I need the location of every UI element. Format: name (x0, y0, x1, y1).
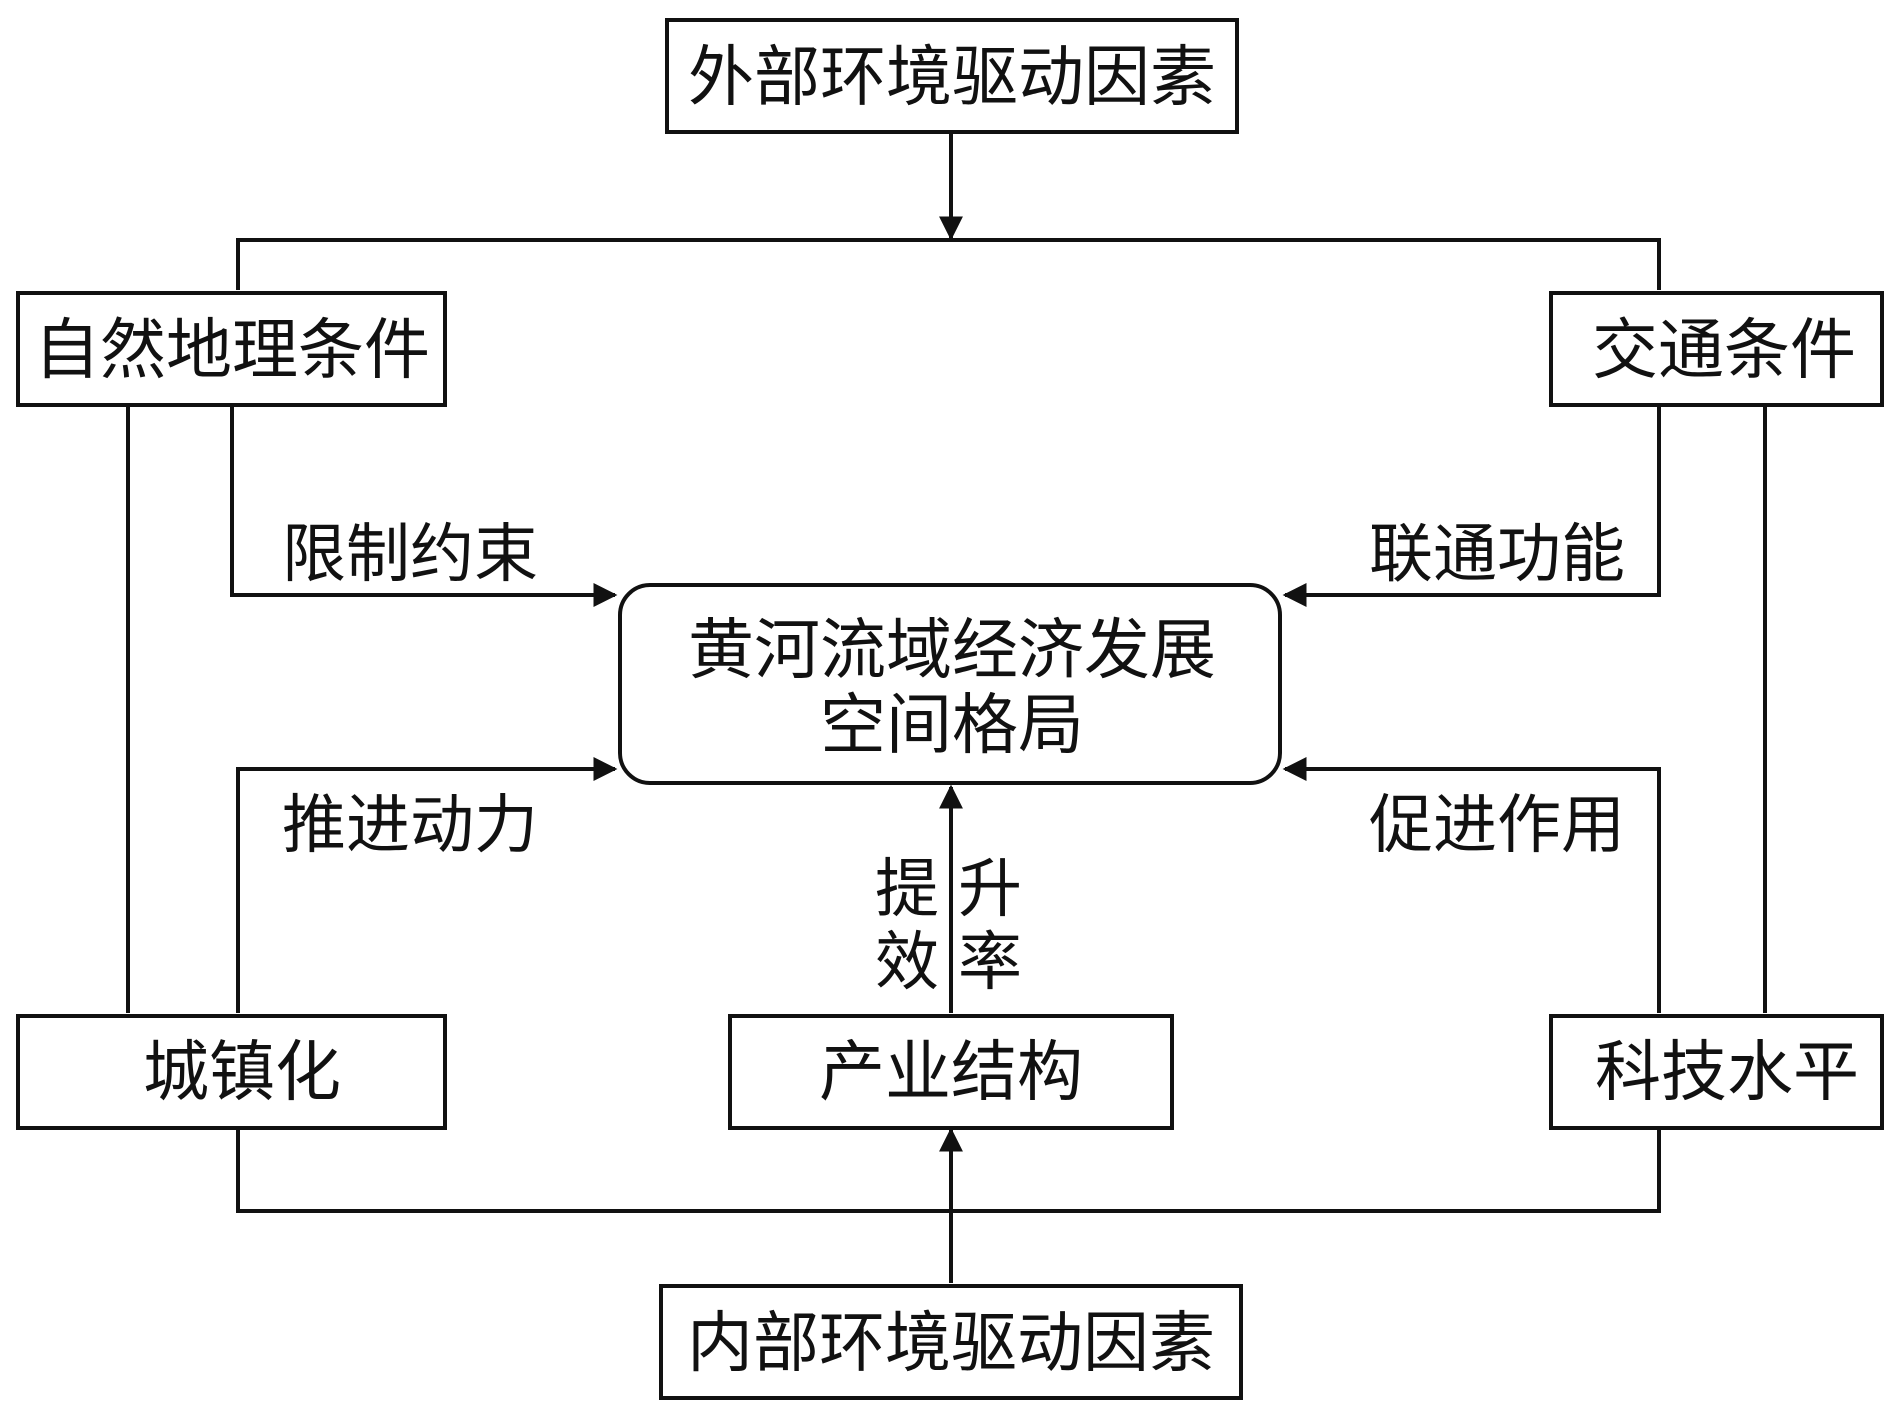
arrow-natural-to-center (230, 405, 618, 607)
technology-label: 科技水平 (1595, 1034, 1859, 1111)
edge-label-efficiency-char2: 效 (875, 926, 939, 1000)
internal-factors-box (659, 1284, 1243, 1400)
edge-label-rate-char1: 升 (958, 853, 1022, 927)
bottom-bus-line (236, 1126, 1661, 1213)
center-label-line2: 空间格局 (820, 687, 1084, 764)
edge-label-efficiency-char1: 提 (875, 853, 939, 927)
natural-geography-label: 自然地理条件 (34, 312, 430, 389)
external-factors-box (665, 18, 1239, 134)
technology-box (1549, 1014, 1884, 1130)
center-label-line1: 黄河流域经济发展 (688, 612, 1216, 689)
arrow-transport-to-center (1282, 405, 1661, 607)
urbanization-label: 城镇化 (143, 1034, 341, 1111)
arrow-urbanization-to-center (236, 757, 618, 1013)
external-factors-label: 外部环境驱动因素 (688, 39, 1216, 116)
transport-box (1549, 291, 1884, 407)
internal-factors-label: 内部环境驱动因素 (687, 1305, 1215, 1382)
top-bus-line (236, 238, 1661, 290)
edge-label-driving: 推进动力 (282, 789, 538, 863)
edge-label-constraint: 限制约束 (282, 518, 538, 592)
industry-structure-box (728, 1014, 1174, 1130)
center-spatial-pattern-box (618, 583, 1282, 785)
edge-label-promoting: 促进作用 (1369, 789, 1625, 863)
edge-label-connectivity: 联通功能 (1369, 518, 1625, 592)
edge-label-rate-char2: 率 (958, 926, 1022, 1000)
arrow-technology-to-center (1282, 757, 1661, 1013)
industry-structure-label: 产业结构 (819, 1034, 1083, 1111)
urbanization-box (16, 1014, 447, 1130)
natural-geography-box (16, 291, 447, 407)
transport-label: 交通条件 (1592, 312, 1856, 389)
